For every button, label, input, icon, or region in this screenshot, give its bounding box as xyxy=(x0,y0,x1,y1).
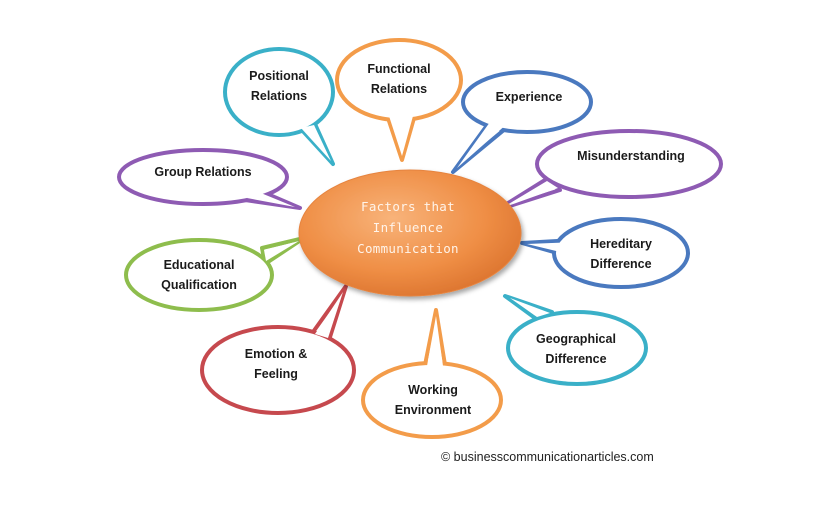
center-line-3: Communication xyxy=(357,241,459,256)
bubble-working-environment xyxy=(361,308,503,439)
label-geographical-difference: Geographical Difference xyxy=(521,329,631,369)
label-emotion-feeling: Emotion & Feeling xyxy=(226,344,326,384)
center-line-2: Influence xyxy=(372,220,444,235)
center-title: Factors that Influence Communication xyxy=(318,196,498,259)
label-line: Qualification xyxy=(161,278,237,292)
bubble-experience xyxy=(451,70,593,174)
label-line: Working xyxy=(408,383,458,397)
label-line: Educational xyxy=(163,258,235,272)
label-line: Positional xyxy=(249,69,309,83)
label-hereditary-difference: Hereditary Difference xyxy=(571,234,671,274)
label-working-environment: Working Environment xyxy=(378,380,488,420)
label-line: Misunderstanding xyxy=(577,149,685,163)
label-line: Difference xyxy=(545,352,607,366)
label-line: Emotion & xyxy=(244,347,308,361)
label-misunderstanding: Misunderstanding xyxy=(566,146,696,166)
label-line: Difference xyxy=(590,257,652,271)
label-line: Feeling xyxy=(254,367,298,381)
label-positional-relations: Positional Relations xyxy=(229,66,329,106)
bubble-hereditary-difference xyxy=(520,217,690,289)
bubble-emotion-feeling xyxy=(200,284,356,415)
center-node xyxy=(298,169,522,297)
label-line: Environment xyxy=(394,403,472,417)
bubble-group-relations xyxy=(117,148,302,210)
label-line: Relations xyxy=(250,89,308,103)
bubble-functional-relations xyxy=(335,38,463,162)
label-line: Hereditary xyxy=(590,237,652,251)
label-line: Group Relations xyxy=(154,165,252,179)
label-line: Functional xyxy=(367,62,431,76)
bubble-geographical-difference xyxy=(503,294,648,386)
label-line: Experience xyxy=(495,90,563,104)
bubble-educational-qualification xyxy=(124,236,306,312)
label-educational-qualification: Educational Qualification xyxy=(144,255,254,295)
bubble-misunderstanding xyxy=(495,129,723,212)
copyright-notice: © businesscommunicationarticles.com xyxy=(441,450,654,464)
bubble-positional-relations xyxy=(223,47,335,166)
label-line: Geographical xyxy=(536,332,616,346)
center-line-1: Factors that xyxy=(361,199,455,214)
label-functional-relations: Functional Relations xyxy=(349,59,449,99)
label-line: Relations xyxy=(370,82,428,96)
label-experience: Experience xyxy=(479,87,579,107)
label-group-relations: Group Relations xyxy=(143,162,263,182)
